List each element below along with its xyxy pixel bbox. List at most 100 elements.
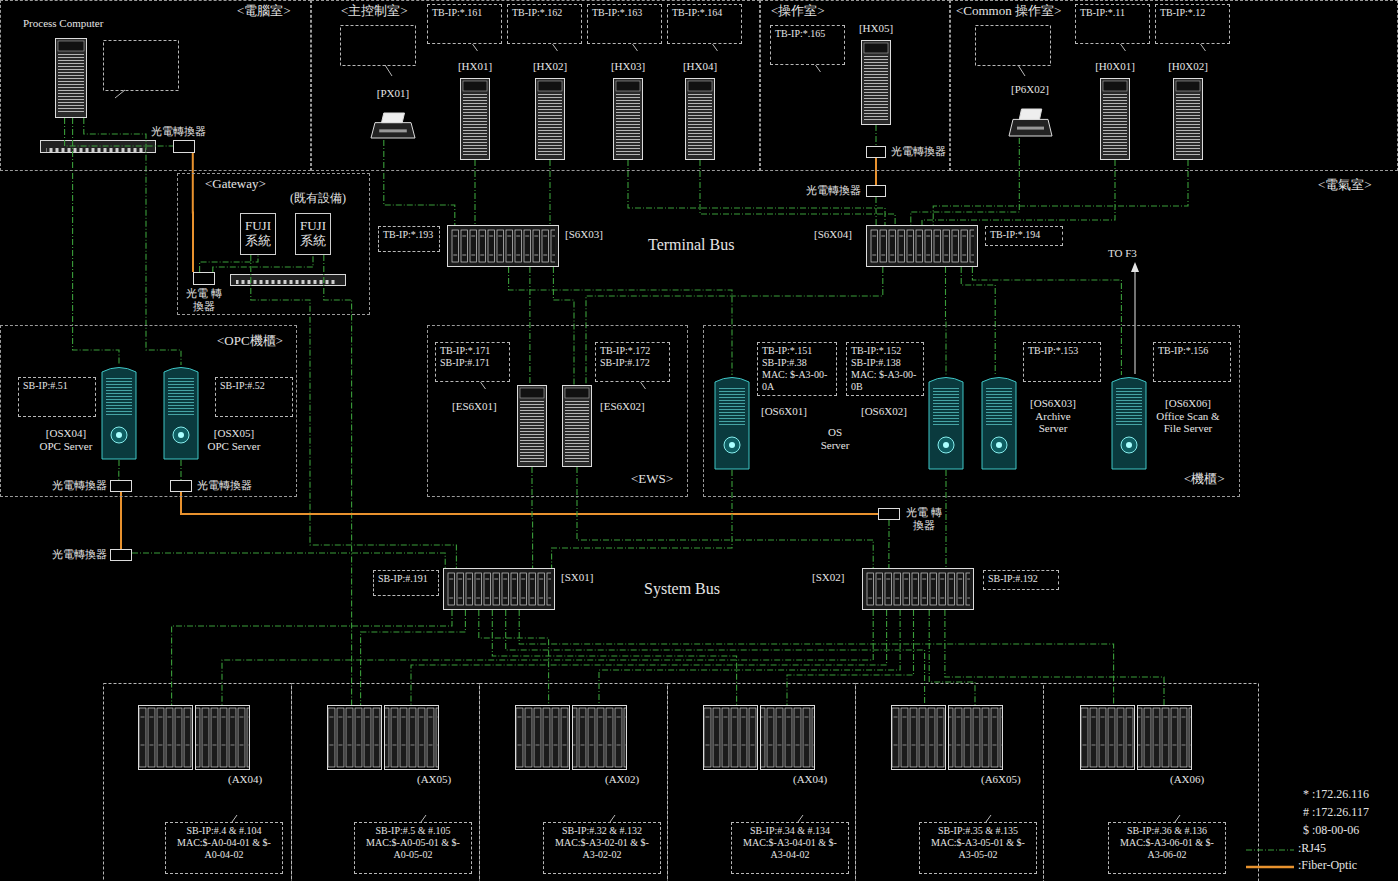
- callout-text: SB-IP:#.4 & #.104: [170, 825, 278, 837]
- room-region: <OPC機櫃>SB-IP:#.51[OSX04] OPC Server[OSX0…: [0, 325, 297, 497]
- network-switch: [SX02]: [862, 568, 974, 610]
- callout-text: SB-IP:#.36 & #.136: [1113, 825, 1221, 837]
- callout-text: TB-IP:*.172: [600, 345, 665, 357]
- callout-text: TB-IP:*.11: [1080, 7, 1145, 19]
- ip-callout: TB-IP:*.11: [1075, 4, 1150, 44]
- ip-callout: TB-IP:*.171SB-IP:#.171: [435, 342, 510, 382]
- callout-text: TB-IP:*.171: [440, 345, 505, 357]
- rj45-link: [945, 470, 946, 568]
- server-tower-icon: [162, 365, 200, 460]
- controller-cabinet-icon: [138, 705, 250, 770]
- rj45-link: [888, 520, 889, 568]
- workstation-tower: [H0X02]: [1173, 78, 1203, 160]
- callout-text: SB-IP:#.5 & #.105: [359, 825, 467, 837]
- region-heading: <EWS>: [631, 472, 673, 487]
- device-label: [ES6X01]: [452, 400, 497, 413]
- region-heading: <Gateway>: [205, 177, 266, 192]
- device-label: [HX03]: [598, 60, 658, 73]
- annotation-label: * :172.26.116: [1303, 788, 1369, 802]
- workstation-tower-icon: [1173, 78, 1203, 160]
- device-label: [OS6X01]: [761, 405, 807, 418]
- rj45-link: [628, 160, 885, 225]
- network-switch-icon: [862, 568, 974, 610]
- rj45-link: [172, 610, 452, 705]
- server-tower: [OSX04] OPC Server: [100, 365, 138, 460]
- network-switch: [S6X03]: [447, 225, 559, 267]
- region-heading: <OPC機櫃>: [217, 334, 283, 349]
- controller-cabinet-icon: [1080, 705, 1192, 770]
- room-region: <EWS>TB-IP:*.171SB-IP:#.171TB-IP:*.172SB…: [427, 325, 688, 497]
- controller-cabinet-icon: [515, 705, 627, 770]
- media-converter: 光電 轉換器: [193, 272, 215, 285]
- callout-text: MAC:$-A3-02-01 & $-A3-02-02: [548, 837, 656, 861]
- leader-line: [553, 44, 558, 51]
- rj45-link: [492, 610, 736, 705]
- controller-cabinet: (AX04): [703, 705, 815, 770]
- region-heading: <操作室>: [771, 4, 825, 19]
- callout-text: SB-IP:#.34 & #.134: [736, 825, 844, 837]
- workstation-tower-icon: [1100, 78, 1130, 160]
- server-tower-icon: [1110, 375, 1148, 470]
- ip-callout: TB-IP:*.152SB-IP:#.138MAC: $-A3-00-0B: [846, 342, 924, 396]
- system-box: FUJI 系統: [240, 213, 276, 255]
- legend-entry: :RJ45: [1298, 842, 1326, 856]
- printer: [P6X02]: [1008, 108, 1053, 138]
- device-label: (AX04): [793, 773, 827, 786]
- rj45-link: [875, 197, 876, 225]
- ip-callout: TB-IP:*.163: [587, 4, 662, 44]
- annotation-label: $ :08-00-06: [1303, 824, 1359, 838]
- workstation-tower-icon: [861, 40, 891, 125]
- printer-icon: [370, 112, 416, 140]
- callout-text: TB-IP:*.151: [762, 345, 832, 357]
- media-converter-icon: [110, 549, 132, 561]
- fiber-link: [181, 492, 878, 514]
- ip-callout: TB-IP:*.151SB-IP:#.38MAC: $-A3-00-0A: [757, 342, 837, 396]
- callout-text: MAC:$-A3-05-01 & $-A3-05-02: [924, 837, 1032, 861]
- ip-callout: TB-IP:*.156: [1153, 342, 1231, 382]
- callout-text: SB-IP:#.38: [762, 357, 832, 369]
- ip-callout: TB-IP:*.161: [427, 4, 502, 44]
- controller-cabinet-icon: [891, 705, 1003, 770]
- workstation-tower-icon: [535, 78, 565, 160]
- media-converter: 光電轉換器: [110, 549, 132, 561]
- rj45-link: [553, 267, 574, 385]
- controller-cabinet: (AX02): [515, 705, 627, 770]
- device-label: 光電轉換器: [52, 548, 107, 561]
- room-region: <機櫃>TB-IP:*.151SB-IP:#.38MAC: $-A3-00-0A…: [703, 325, 1240, 497]
- controller-cabinet: (AX04): [138, 705, 250, 770]
- controller-cabinet-icon: [327, 705, 439, 770]
- printer-icon: [1008, 108, 1053, 138]
- callout-text: SB-IP:#.172: [600, 357, 665, 369]
- device-label: 光電 轉換器: [184, 287, 224, 312]
- room-region: <操作室>TB-IP:*.165[HX05]光電轉換器: [760, 0, 950, 171]
- rj45-link: [945, 610, 1164, 705]
- callout-text: SB-IP:#.171: [440, 357, 505, 369]
- ip-callout: TB-IP:*.164: [667, 4, 742, 44]
- device-label: 光電轉換器: [197, 479, 252, 492]
- rj45-link: [411, 610, 887, 705]
- callout-text: MAC:$-A3-04-01 & $-A3-04-02: [736, 837, 844, 861]
- rj45-link: [118, 460, 119, 480]
- device-label: [HX02]: [520, 60, 580, 73]
- annotation-label: TO F3: [1108, 247, 1137, 260]
- legend-text: :RJ45: [1298, 841, 1326, 855]
- leader-line: [1201, 44, 1206, 51]
- rj45-link: [875, 125, 876, 146]
- device-label: (A6X05): [981, 773, 1021, 786]
- network-switch: [S6X04]: [866, 225, 978, 267]
- rj45-link: [200, 255, 258, 272]
- device-label: (AX05): [417, 773, 451, 786]
- ip-callout: TB-IP:*.153: [1023, 342, 1101, 382]
- device-label: [H0X02]: [1158, 60, 1218, 73]
- device-label: [PX01]: [363, 87, 423, 100]
- device-label: FUJI 系統: [296, 219, 330, 249]
- leader-line: [713, 44, 718, 51]
- callout-text: SB-IP:#.138: [851, 357, 919, 369]
- workstation-tower: [ES6X01]: [517, 385, 547, 467]
- room-region: <電腦室>Process Computer光電轉換器: [0, 0, 311, 171]
- callout-text: TB-IP:*.153: [1028, 345, 1096, 357]
- network-switch: [SX01]: [443, 568, 555, 610]
- callout-text: TB-IP:*.156: [1158, 345, 1226, 357]
- ip-callout: SB-IP:#.36 & #.136MAC:$-A3-06-01 & $-A3-…: [1108, 822, 1226, 874]
